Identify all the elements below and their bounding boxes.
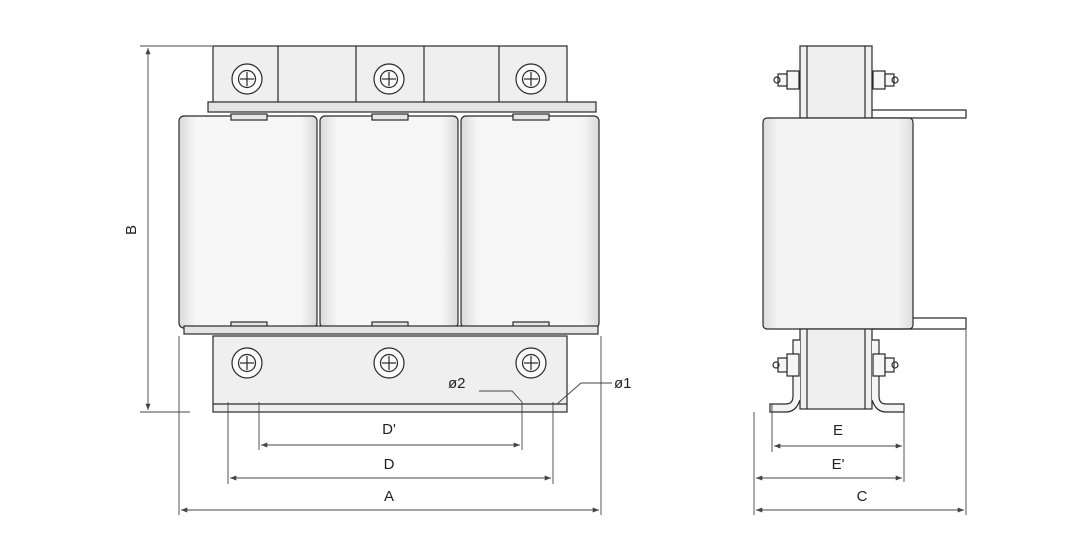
bottom-terminal-bolt-1 bbox=[231, 347, 263, 379]
top-terminal-bolt-2 bbox=[373, 63, 405, 95]
leader-phi1 bbox=[556, 382, 612, 405]
side-bottom-bracket bbox=[769, 317, 967, 413]
front-dimension-labels: B A D D' ø2 ø1 bbox=[123, 225, 632, 505]
bottom-yoke bbox=[183, 325, 599, 335]
dim-label-phi1: ø1 bbox=[614, 375, 632, 392]
dim-label-C: C bbox=[857, 488, 868, 505]
top-terminal-bolt-3 bbox=[515, 63, 547, 95]
leader-phi2 bbox=[479, 390, 523, 403]
front-view bbox=[178, 45, 600, 413]
side-coil bbox=[762, 117, 914, 330]
bottom-terminal-bolt-3 bbox=[515, 347, 547, 379]
side-view bbox=[762, 45, 967, 413]
dim-label-B: B bbox=[123, 225, 140, 235]
dim-label-E: E bbox=[833, 422, 843, 439]
dim-label-phi2: ø2 bbox=[448, 375, 466, 392]
dim-label-D: D bbox=[384, 456, 395, 473]
front-dimensions bbox=[140, 45, 612, 515]
coil-2 bbox=[319, 113, 459, 329]
bottom-terminal-bolt-2 bbox=[373, 347, 405, 379]
dim-label-A: A bbox=[384, 488, 394, 505]
side-dimensions bbox=[753, 330, 967, 515]
dim-label-E-prime: E' bbox=[832, 456, 845, 473]
side-top-bracket bbox=[773, 45, 967, 119]
coil-1 bbox=[178, 113, 318, 329]
side-dimension-labels: E E' C bbox=[832, 422, 868, 505]
top-terminal-bolt-1 bbox=[231, 63, 263, 95]
top-bracket bbox=[207, 45, 597, 113]
coil-3 bbox=[460, 113, 600, 329]
dim-label-D-prime: D' bbox=[382, 421, 396, 438]
